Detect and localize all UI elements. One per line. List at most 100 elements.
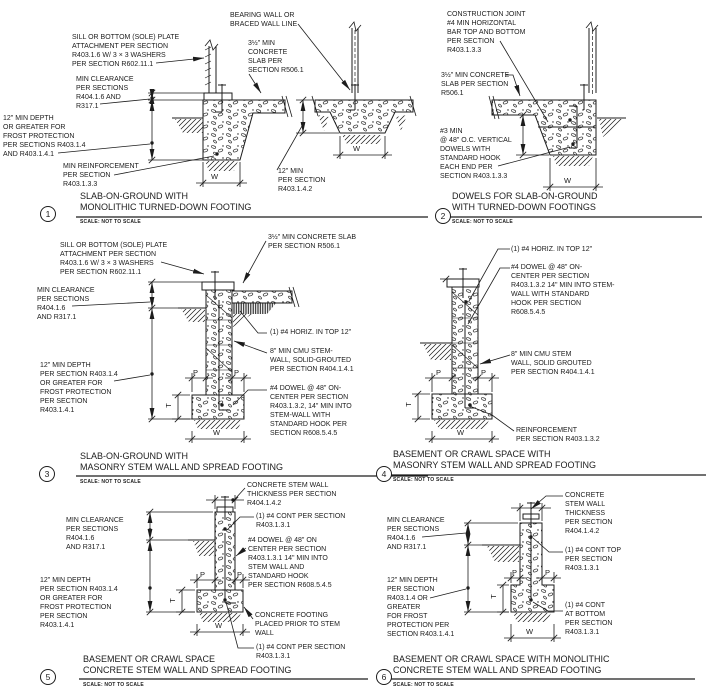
monolithic-stem-wall <box>510 522 555 613</box>
d2-w-dim <box>543 158 603 191</box>
d5-scale-note: SCALE: NOT TO SCALE <box>83 682 144 688</box>
d1m-w-dim <box>333 136 392 159</box>
vertical-dowel <box>569 105 578 149</box>
rebar-dot <box>223 527 227 531</box>
d6-t-label: T <box>488 594 498 599</box>
d3-t-label: T <box>163 403 173 408</box>
earth-hatch <box>599 119 624 137</box>
earth-hatch <box>181 309 205 322</box>
d6-w-label: W <box>526 627 534 636</box>
earth-hatch <box>194 420 242 429</box>
anchor-bolt <box>348 84 359 111</box>
d4-p-label-left: P <box>436 368 442 377</box>
d5-thickness-dim <box>206 495 244 509</box>
d6-p-label-left: P <box>512 568 518 577</box>
earth-hatch <box>423 344 451 360</box>
d6-p-dims <box>504 572 561 583</box>
d6-w-dim <box>504 624 561 642</box>
bearing-wall <box>351 28 359 93</box>
rebar-dot <box>529 598 533 602</box>
d6-callout-cont-top: (1) #4 CONT TOP PER SECTION R403.1.3.1 <box>565 547 622 572</box>
d3-p-label-left: P <box>193 368 199 377</box>
d1-callout-min-clearance: MIN CLEARANCE PER SECTIONS R404.1.6 AND … <box>76 76 134 110</box>
d4-scale-note: SCALE: NOT TO SCALE <box>393 477 454 483</box>
earth-hatch <box>342 135 383 144</box>
d5-title-line1: BASEMENT OR CRAWL SPACE <box>83 654 216 664</box>
d5-title-line2: CONCRETE STEM WALL AND SPREAD FOOTING <box>83 665 292 675</box>
d2-callout-vertical-dowels: #3 MIN @ 48" O.C. VERTICAL DOWELS WITH S… <box>440 128 512 180</box>
break-symbol <box>348 21 362 32</box>
d4-callout-reinforcement: REINFORCEMENT PER SECTION R403.1.3.2 <box>516 427 600 443</box>
d1-callout-frost-depth: 12" MIN DEPTH OR GREATER FOR FROST PROTE… <box>3 115 86 158</box>
d5-callout-cont-bottom: (1) #4 CONT PER SECTION R403.1.3.1 <box>256 644 346 660</box>
slab <box>231 290 293 304</box>
d5-callout-frost-depth: 12" MIN DEPTH PER SECTION R403.1.4 OR GR… <box>40 577 118 629</box>
d5-p-dims <box>190 574 250 588</box>
earth-hatch <box>553 156 593 166</box>
rebar-dot <box>223 598 227 602</box>
earth-hatch <box>233 314 252 327</box>
d3-p-dims <box>185 373 251 392</box>
d1-callout-interior-depth: 12" MIN PER SECTION R403.1.4.2 <box>278 168 326 193</box>
d2-callout-concrete-slab: 3½" MIN CONCRETE SLAB PER SECTION R506.1 <box>441 72 510 97</box>
anchor-bolt <box>580 84 588 110</box>
d4-title-line1: BASEMENT OR CRAWL SPACE WITH <box>393 449 551 459</box>
d4-callout-cmu-wall: 8" MIN CMU STEM WALL, SOLID GROUTED PER … <box>511 351 595 376</box>
d1-detail-number: 1 <box>40 206 56 222</box>
rebar-dot <box>468 403 472 407</box>
d3-callout-min-clearance: MIN CLEARANCE PER SECTIONS R404.1.6 AND … <box>37 287 95 321</box>
d6-left-dims <box>464 519 518 616</box>
d5-callout-cont-top: (1) #4 CONT PER SECTION R403.1.3.1 <box>256 513 346 529</box>
anchor-bolt <box>457 268 469 298</box>
d2-depth-dim <box>516 111 549 159</box>
d2-w-label: W <box>564 176 572 185</box>
d6-section <box>464 502 561 642</box>
d2-callout-construction-joint: CONSTRUCTION JOINT #4 MIN HORIZONTAL BAR… <box>447 11 526 54</box>
earth-hatch <box>487 546 519 562</box>
spread-footing <box>431 393 493 420</box>
rebar-dot <box>215 152 219 156</box>
d3-callout-frost-depth: 12" MIN DEPTH PER SECTION R403.1.4 OR GR… <box>40 362 118 414</box>
d1-w-label: W <box>211 172 219 181</box>
rebar-dot <box>568 118 572 122</box>
d6-callout-stem-thickness: CONCRETE STEM WALL THICKNESS PER SECTION… <box>565 492 613 535</box>
d6-p-label-right: P <box>545 568 551 577</box>
leader-lines <box>57 23 571 649</box>
earth-hatch <box>193 541 214 556</box>
d1-w-dim <box>196 162 247 187</box>
rebar-dot <box>220 403 224 407</box>
d4-callout-horiz-bar: (1) #4 HORIZ. IN TOP 12" <box>511 246 593 253</box>
d6-callout-frost-depth: 12" MIN DEPTH PER SECTION R403.1.4 OR GR… <box>387 577 455 638</box>
d4-w-dim <box>425 431 499 443</box>
d3-callout-sill-plate: SILL OR BOTTOM (SOLE) PLATE ATTACHMENT P… <box>60 242 168 276</box>
d1-exterior-section <box>148 39 293 187</box>
d1-scale-note: SCALE: NOT TO SCALE <box>80 219 141 225</box>
d2-scale-note: SCALE: NOT TO SCALE <box>452 219 513 225</box>
spread-footing <box>191 394 245 420</box>
d3-callout-cmu-wall: 8" MIN CMU STEM- WALL, SOLID-GROUTED PER… <box>270 348 354 373</box>
d6-callout-cont-bottom: (1) #4 CONT AT BOTTOM PER SECTION R403.1… <box>565 602 613 636</box>
d1-title-line2: MONOLITHIC TURNED-DOWN FOOTING <box>80 202 252 212</box>
d4-detail-number: 4 <box>376 466 392 482</box>
d5-p-label-right: P <box>237 570 243 579</box>
d5-w-label: W <box>215 621 223 630</box>
spread-footing <box>196 589 244 613</box>
earth-hatch <box>396 115 407 131</box>
d3-callout-dowel: #4 DOWEL @ 48" ON- CENTER PER SECTION R4… <box>270 385 352 437</box>
d6-title-line1: BASEMENT OR CRAWL SPACE WITH MONOLITHIC <box>393 654 610 664</box>
d1-callout-concrete-slab: 3½" MIN CONCRETE SLAB PER SECTION R506.1 <box>248 40 304 74</box>
d5-p-label-left: P <box>200 570 206 579</box>
d6-title-line2: CONCRETE STEM WALL AND SPREAD FOOTING <box>393 665 602 675</box>
d3-section <box>148 271 300 443</box>
d2-title-line2: WITH TURNED-DOWN FOOTINGS <box>452 202 596 212</box>
d3-title-line1: SLAB-ON-GROUND WITH <box>80 451 188 461</box>
d1m-w-label: W <box>353 144 361 153</box>
earth-hatch <box>318 115 329 131</box>
d2-section <box>488 21 626 191</box>
d3-callout-horiz-bar: (1) #4 HORIZ. IN TOP 12" <box>270 329 352 336</box>
d5-callout-footing-prior: CONCRETE FOOTING PLACED PRIOR TO STEM WA… <box>255 612 340 637</box>
earth-hatch <box>205 161 238 171</box>
d3-detail-number: 3 <box>39 466 55 482</box>
dowel <box>218 300 230 411</box>
